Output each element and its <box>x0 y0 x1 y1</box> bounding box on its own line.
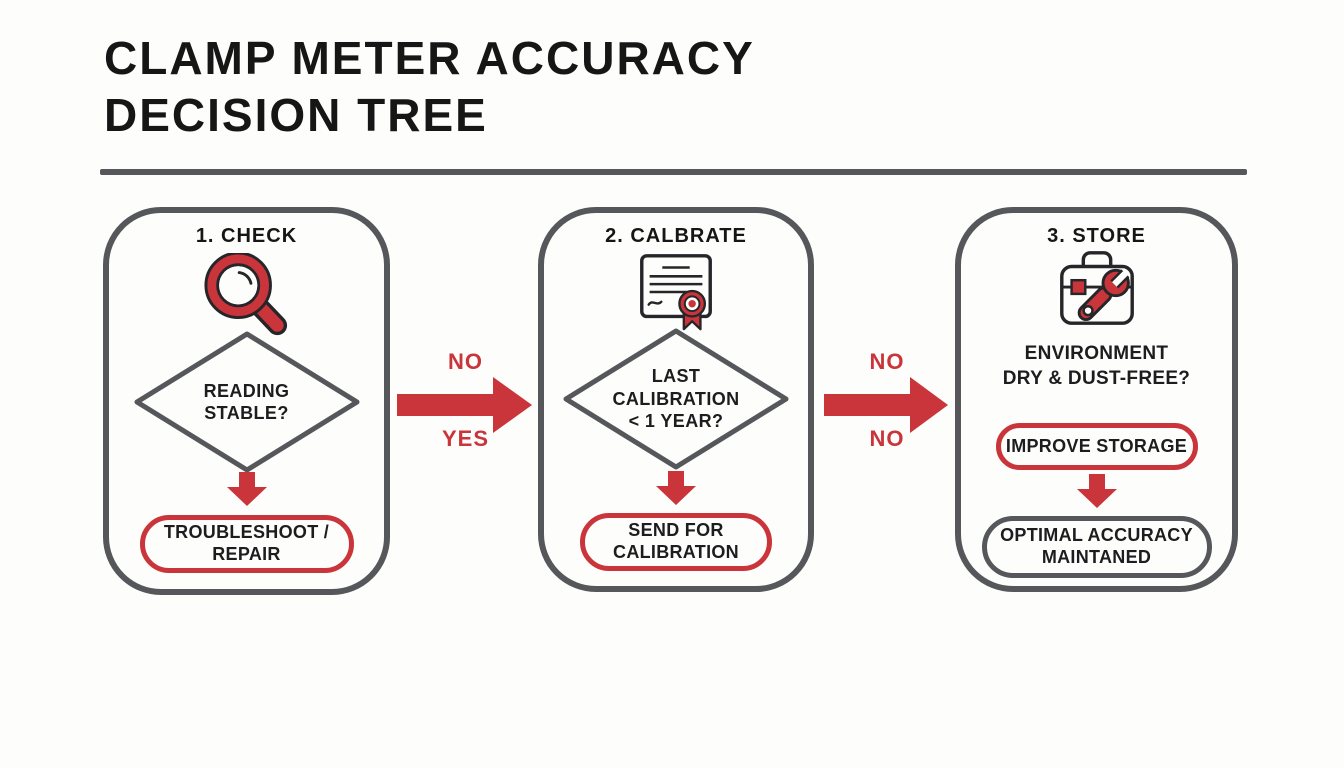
panel-calibrate-heading: 2. CALBRATE <box>605 225 747 247</box>
right-arrow-icon <box>397 375 534 440</box>
toolbox-icon <box>1053 247 1141 336</box>
decision-diamond-reading-stable: READING STABLE? <box>132 329 362 475</box>
decision-text: READING STABLE? <box>203 380 290 424</box>
panel-check: 1. CHECK READING STABLE? <box>103 207 390 595</box>
outcome-send-for-calibration: SEND FOR CALIBRATION <box>580 513 772 571</box>
page-title-line1: CLAMP METER ACCURACY <box>104 32 755 84</box>
right-arrow-icon <box>824 375 950 440</box>
connector1-label-no: NO <box>448 349 483 374</box>
title-divider <box>100 169 1247 175</box>
panel-store: 3. STORE ENVIRONMENT DRY & DUST-FREE? <box>955 207 1238 592</box>
question-environment: ENVIRONMENT DRY & DUST-FREE? <box>1002 343 1191 390</box>
magnifier-icon <box>203 251 291 346</box>
panel-store-heading: 3. STORE <box>1047 225 1146 247</box>
down-arrow-icon <box>226 472 267 511</box>
action-improve-storage: IMPROVE STORAGE <box>995 423 1198 470</box>
decision-text: LAST CALIBRATION < 1 YEAR? <box>612 366 740 432</box>
outcome-optimal-accuracy: OPTIMAL ACCURACY MAINTANED <box>981 516 1212 578</box>
page-title: CLAMP METER ACCURACY DECISION TREE <box>104 30 755 144</box>
decision-diamond-last-calibration: LAST CALIBRATION < 1 YEAR? <box>561 326 791 472</box>
panel-calibrate: 2. CALBRATE LAST CALIBRATION <box>538 207 814 592</box>
connector2-label-no-bottom: NO <box>869 426 905 451</box>
page-title-line2: DECISION TREE <box>104 89 488 142</box>
panel-check-heading: 1. CHECK <box>195 225 298 247</box>
down-arrow-icon <box>656 471 696 510</box>
connector1-label-yes: YES <box>441 426 490 451</box>
down-arrow-icon <box>1076 474 1117 513</box>
connector2-label-no-top: NO <box>869 349 905 374</box>
outcome-troubleshoot-repair: TROUBLESHOOT / REPAIR <box>139 515 354 573</box>
certificate-icon <box>632 249 720 338</box>
